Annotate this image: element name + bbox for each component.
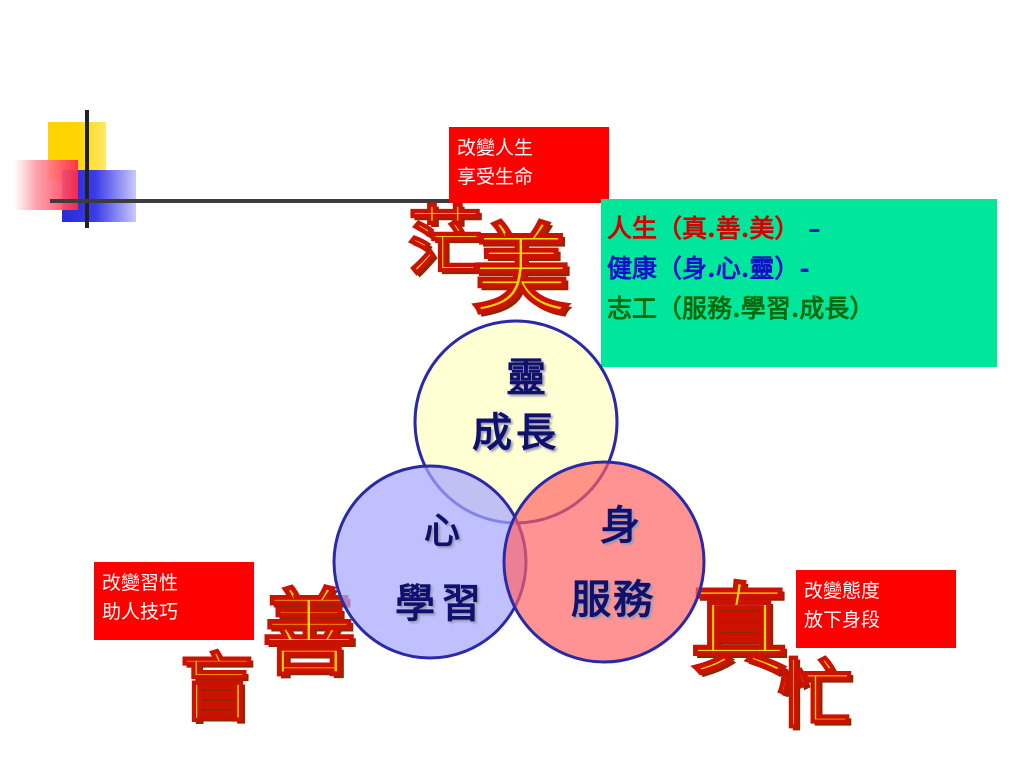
note-top-line1: 改變人生 bbox=[457, 137, 534, 159]
decor-horizontal-line bbox=[50, 199, 620, 203]
circle-spirit-label-2: 成長 bbox=[472, 409, 560, 456]
info-line-3: 志工（服務.學習.成長） bbox=[607, 294, 875, 323]
decor-vertical-line bbox=[85, 110, 89, 228]
info-line-1-tail: – bbox=[808, 214, 821, 243]
note-left-line2: 助人技巧 bbox=[102, 601, 179, 623]
circle-mind-label-2: 學習 bbox=[395, 580, 487, 627]
info-box: 人生（真.善.美） – 健康（身.心.靈）- 志工（服務.學習.成長） bbox=[601, 199, 997, 367]
decor-char-left-large: 善 bbox=[261, 580, 357, 689]
circle-mind bbox=[332, 464, 528, 660]
info-line-2: 健康（身.心.靈）- bbox=[607, 254, 810, 283]
circle-spirit-label-1: 靈 bbox=[506, 354, 546, 401]
circle-body bbox=[502, 460, 706, 664]
info-line-1: 人生（真.善.美） – bbox=[607, 209, 991, 249]
note-right: 改變態度 放下身段 bbox=[796, 570, 956, 648]
note-top-line2: 享受生命 bbox=[457, 166, 534, 188]
circle-body-label-2: 服務 bbox=[571, 576, 655, 623]
note-left-line1: 改變習性 bbox=[102, 572, 179, 594]
decor-char-right-large: 真 bbox=[689, 574, 789, 688]
note-right-line2: 放下身段 bbox=[804, 609, 881, 631]
note-top: 改變人生 享受生命 bbox=[449, 127, 609, 203]
circle-body-label-1: 身 bbox=[600, 502, 640, 549]
decor-char-top-small: 茫 bbox=[407, 199, 483, 285]
circle-mind-label-1: 心 bbox=[423, 510, 460, 552]
decor-char-top-large: 美 bbox=[471, 214, 571, 328]
note-left: 改變習性 助人技巧 bbox=[94, 562, 254, 640]
note-right-line1: 改變態度 bbox=[804, 580, 881, 602]
info-line-1-main: 人生（真.善.美） bbox=[607, 214, 800, 243]
decor-char-left-small: 盲 bbox=[179, 646, 255, 732]
decor-char-right-small: 忙 bbox=[777, 652, 853, 738]
